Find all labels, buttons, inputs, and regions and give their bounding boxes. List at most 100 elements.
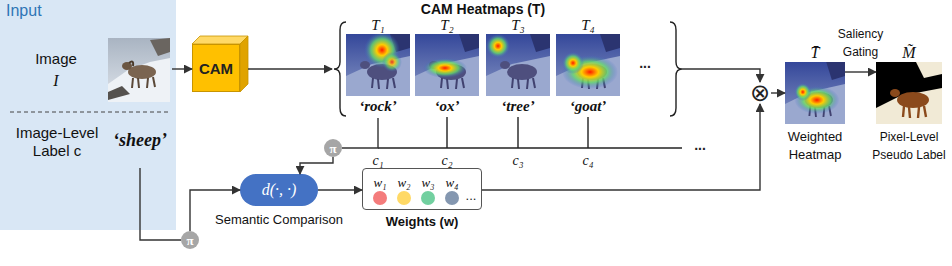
map-symbol-holder: M̃ [869, 44, 949, 62]
set-title-holder: CAM Heatmaps (T) [346, 0, 620, 18]
ellipsis: ... [466, 188, 477, 203]
weight-circle: w₃ [421, 191, 435, 205]
drawing-part [240, 36, 248, 92]
drawing-part [916, 62, 942, 78]
connector [771, 92, 785, 93]
heatmap-image [486, 34, 550, 96]
drawing-part [486, 34, 550, 96]
drawing-part [150, 38, 170, 56]
connector [318, 189, 362, 190]
drawing-part [794, 83, 811, 101]
projection-symbol: π [186, 234, 193, 247]
connector [248, 68, 332, 69]
input-name-holder: Image [8, 50, 104, 68]
cam-block: CAM [192, 44, 240, 92]
heatmap-image [556, 34, 620, 96]
class-name-holder: ‘ox’ [405, 97, 489, 115]
class-line [378, 117, 682, 148]
cam-cube-faces [192, 36, 248, 92]
map-symbol: M̃ [902, 44, 915, 61]
input-photo [108, 38, 170, 102]
image-caption: Pixel-Level Pseudo Label [872, 130, 945, 162]
edge-label: Saliency Gating [838, 27, 883, 59]
drawing-part [415, 34, 479, 96]
heatmap-index: T₄ [581, 17, 595, 33]
box-caption: Weights (w) [386, 214, 459, 229]
input-name-holder: Image-Level Label c [8, 124, 106, 160]
drawing-part [122, 62, 132, 70]
projection-symbol-holder: π [324, 139, 342, 157]
connector [342, 118, 378, 148]
weight-circle: w₄ [445, 191, 459, 205]
separator [10, 112, 168, 113]
class-name-holder: ‘tree’ [476, 97, 560, 115]
map-symbol: T̄ [811, 44, 820, 61]
weight-name: w₂ [397, 175, 410, 190]
heatmap-index-holder: T₂ [405, 16, 489, 34]
weight-name-holder: w₁ [367, 173, 393, 191]
drawing-part [897, 92, 929, 108]
input-panel: InputImageI Image-Level Label c ‘sheep’ [0, 0, 176, 230]
connector [190, 190, 240, 231]
heatmap-index-holder: T₁ [336, 16, 420, 34]
class-name: ‘rock’ [359, 98, 397, 114]
ellipsis: ... [639, 55, 651, 71]
ellipsis: ... [694, 137, 706, 153]
weight-circle: w₂ [397, 191, 411, 205]
multiply-operator: ⊗ [749, 82, 771, 104]
braces [334, 22, 682, 116]
drawing-part [129, 62, 133, 66]
heatmap-image [346, 32, 410, 96]
connector [140, 168, 181, 240]
drawing-part [334, 22, 346, 116]
ellipsis-holder: ... [462, 186, 480, 204]
drawing-part [128, 65, 156, 79]
block-name: CAM [199, 60, 233, 77]
panel-title-holder: Input [6, 2, 42, 20]
class-symbol: c₁ [372, 153, 383, 168]
pseudo-label-image [876, 62, 942, 124]
drawing-part [192, 36, 248, 44]
panel-title: Input [6, 2, 42, 19]
heatmap-image [415, 34, 479, 96]
projection-circle: π [181, 231, 199, 249]
projection-symbol-holder: π [181, 231, 199, 249]
box-caption: Semantic Comparison [215, 212, 343, 227]
multiply-symbol-holder: ⊗ [749, 82, 771, 104]
heatmap-index: T₁ [371, 17, 385, 33]
class-name: ‘sheep’ [113, 130, 167, 150]
ellipsis-holder: ... [686, 136, 714, 154]
weight-name: w₄ [445, 175, 458, 190]
connector [682, 69, 760, 82]
class-symbol-holder: c₁ [363, 151, 393, 169]
input-symbol: I [53, 72, 58, 89]
heatmap-index-holder: T₄ [546, 16, 630, 34]
drawing-part [108, 58, 170, 102]
drawing-part [876, 62, 942, 124]
drawing-part [378, 147, 682, 148]
class-symbol: c₃ [512, 153, 523, 168]
set-title: CAM Heatmaps (T) [421, 1, 545, 17]
semantic-comparison: d(·, ·)Semantic Comparison [240, 174, 318, 206]
drawing-part [132, 77, 155, 88]
class-symbol-holder: c₂ [432, 151, 462, 169]
projection-circle: π [324, 139, 342, 157]
weights-box: Weights (w)w₁w₂w₃w₄ [362, 168, 482, 210]
ellipsis-holder: ... [630, 54, 660, 72]
input-name: Image [35, 50, 77, 67]
connector [482, 104, 760, 190]
weight-name-holder: w₂ [391, 173, 417, 191]
class-name: ‘goat’ [570, 98, 607, 114]
distance-function-holder: d(·, ·) [240, 174, 318, 206]
class-name: ‘tree’ [501, 98, 534, 114]
multiply-symbol: ⊗ [750, 82, 770, 104]
image-caption-holder: Weighted Heatmap [775, 127, 855, 163]
drawing-part [670, 22, 682, 116]
class-symbol: c₂ [441, 153, 452, 168]
input-symbol-holder: I [8, 72, 104, 90]
drawing-part [556, 34, 620, 96]
weight-name: w₃ [421, 175, 434, 190]
weight-circle: w₁ [373, 191, 387, 205]
weight-name: w₁ [373, 175, 386, 190]
